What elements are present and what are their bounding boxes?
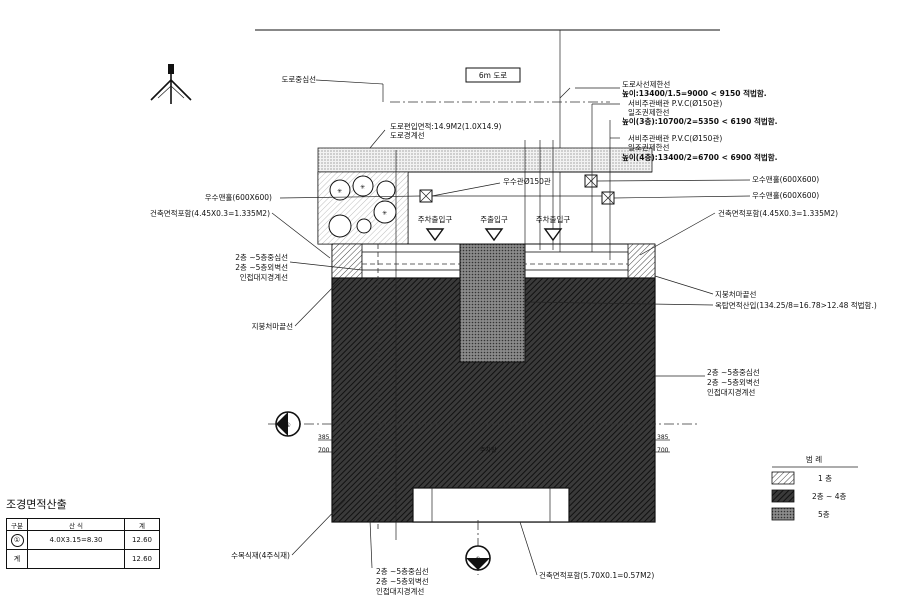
table-header-row: 구분 산 식 계 [6,518,160,531]
label-road-setback: 도로사선제한선 [622,80,670,89]
label-coverage: 옥탑면적산입(134.25/8=16.78>12.48 적법함.) [715,300,877,310]
label-road-width: 6m 도로 [479,71,507,80]
label-entrance-sub: 주차출입구 [418,214,453,224]
area-table: 구분 산 식 계 ① 4.0X3.15=8.30 12.60 계 12.60 [6,518,160,569]
table-header-cell: 계 [124,518,160,531]
table-header-cell: 산 식 [27,518,125,531]
svg-text:주차장: 주차장 [480,446,497,454]
table-cell: ① [6,530,28,550]
label-entrance-sub2: 주차출입구 [536,214,571,224]
legend-swatch-5f [771,507,795,521]
label-floor-top-left-1: 2층 ~5층중심선 [235,252,288,262]
label-floor-right-3: 인접대지경계선 [707,387,755,397]
label-entrance-main: 주출입구 [480,214,508,224]
label-pilotis-right: 지붕처마끝선 [715,290,756,299]
entrance-arrow-icons [425,228,563,242]
label-bldg-proj-bottom: 건축면적포함(5.70X0.1=0.57M2) [539,570,654,580]
legend: 범 례 1 층 2층 ~ 4층 5층 [771,454,858,521]
table-cell: 12.60 [124,530,160,550]
label-rain-pipe: 우수관Ø150관 [503,176,551,186]
landscape-area: ✳ ✳ ✳ [317,171,409,245]
legend-item-2: 2층 ~ 4층 [812,492,846,501]
svg-text:✳: ✳ [360,184,365,191]
label-rain-manhole-right: 우수맨홀(600X600) [752,190,819,200]
table-header-cell: 구분 [6,518,28,531]
legend-swatch-1f [771,471,795,485]
label-trees: 수목식재(4주식재) [231,551,290,560]
section-marker-bottom-icon: ① [465,545,491,571]
label-setback-line: 일조권제한선 [628,108,669,117]
label-pilotis-left: 지붕처마끝선 [252,322,293,331]
table-cell: 계 [6,549,28,569]
label-road-setback-calc: 높이:13400/1.5=9000 < 9150 적법함. [622,88,767,98]
area-table-title: 조경면적산출 [6,498,67,511]
legend-swatch-2f-4f [771,489,795,503]
north-arrow-icon [150,64,192,104]
label-floor-bottom-1: 2층 ~5층중심선 [376,566,429,576]
svg-text:✳: ✳ [382,210,387,217]
svg-text:385: 385 [657,434,669,441]
label-floor-top-left-2: 2층 ~5층외벽선 [235,262,288,272]
label-floor-bottom-3: 인접대지경계선 [376,586,424,596]
label-floor-right-1: 2층 ~5층중심선 [707,367,760,377]
label-setback-3f: 높이(3층):10700/2=5350 < 6190 적법함. [622,116,778,126]
label-floor-right-2: 2층 ~5층외벽선 [707,377,760,387]
label-sewer-pipe-2: 서비주관배관 P.V.C(Ø150관) [628,133,722,143]
rain-manhole-icon [419,189,433,203]
rain-manhole-right-icon [601,191,615,205]
label-sewer-pipe: 서비주관배관 P.V.C(Ø150관) [628,98,722,108]
table-cell: 12.60 [124,549,160,569]
svg-text:①: ① [285,422,290,429]
label-sewer-manhole: 오수맨홀(600X600) [752,174,819,184]
label-road-center: 도로중심선 [282,74,317,84]
label-bldg-proj-right: 건축면적포함(4.45X0.3=1.335M2) [718,208,838,218]
svg-text:①: ① [475,556,480,563]
label-road-boundary: 도로경계선 [390,130,425,140]
table-row: ① 4.0X3.15=8.30 12.60 [6,530,160,550]
svg-text:700: 700 [657,447,669,454]
table-cell: 4.0X3.15=8.30 [27,530,125,550]
svg-text:385: 385 [318,434,330,441]
label-setback-4f: 높이(4층):13400/2=6700 < 6900 적법함. [622,152,778,162]
legend-item-3: 5층 [818,510,830,519]
sewer-manhole-icon [584,174,598,188]
label-floor-bottom-2: 2층 ~5층외벽선 [376,576,429,586]
label-bldg-proj-left: 건축면적포함(4.45X0.3=1.335M2) [150,208,270,218]
svg-text:700: 700 [318,447,330,454]
table-row: 계 12.60 [6,549,160,569]
svg-text:✳: ✳ [337,188,342,195]
label-setback-line-2: 일조권제한선 [628,143,669,152]
section-marker-left-icon: ① [275,411,301,437]
legend-item-1: 1 층 [818,474,832,483]
fifth-floor-core [459,243,526,363]
table-cell [27,549,125,569]
label-road-area: 도로편입면적:14.9M2(1.0X14.9) [390,121,502,131]
label-rain-manhole-left: 우수맨홀(600X600) [205,192,272,202]
label-floor-top-left-3: 인접대지경계선 [240,272,288,282]
legend-title: 범 례 [806,454,822,464]
road-band [317,147,653,173]
